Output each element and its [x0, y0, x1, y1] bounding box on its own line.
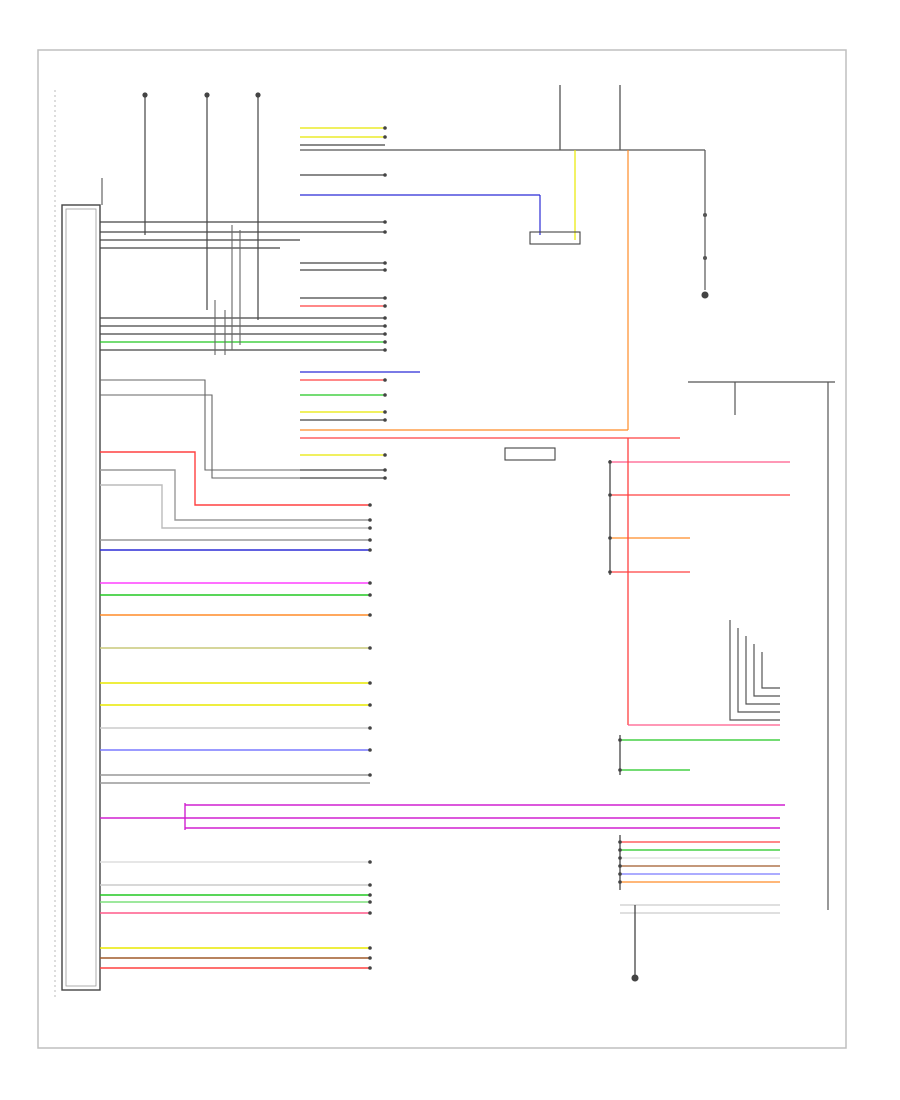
- wires-upper-group: [100, 127, 680, 479]
- junction-components: [504, 231, 709, 982]
- right-top-feed: [688, 381, 835, 910]
- right-middle-network: [609, 438, 790, 775]
- fuse-feeds-top-left: [142, 92, 261, 320]
- diagram-frame: [37, 49, 847, 1049]
- wires-lower-group: [100, 451, 785, 969]
- lower-right-wires: [619, 835, 780, 975]
- control-module: [54, 90, 103, 1000]
- connector-marks: [368, 126, 622, 970]
- upper-right-circuit: [300, 85, 707, 430]
- harness-verticals: [100, 225, 300, 479]
